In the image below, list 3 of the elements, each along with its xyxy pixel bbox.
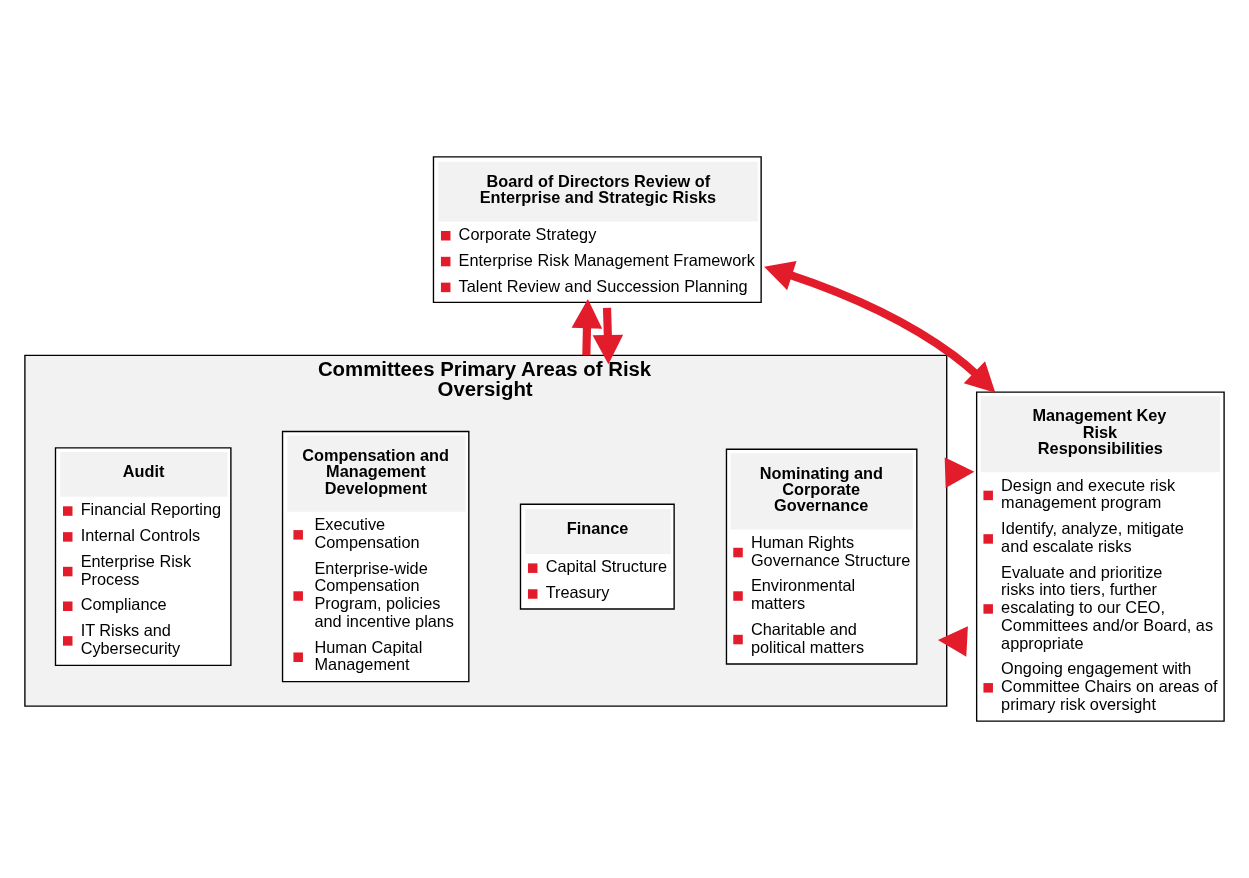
arrow <box>571 299 603 356</box>
arrow <box>764 260 996 393</box>
arrow <box>592 307 624 365</box>
